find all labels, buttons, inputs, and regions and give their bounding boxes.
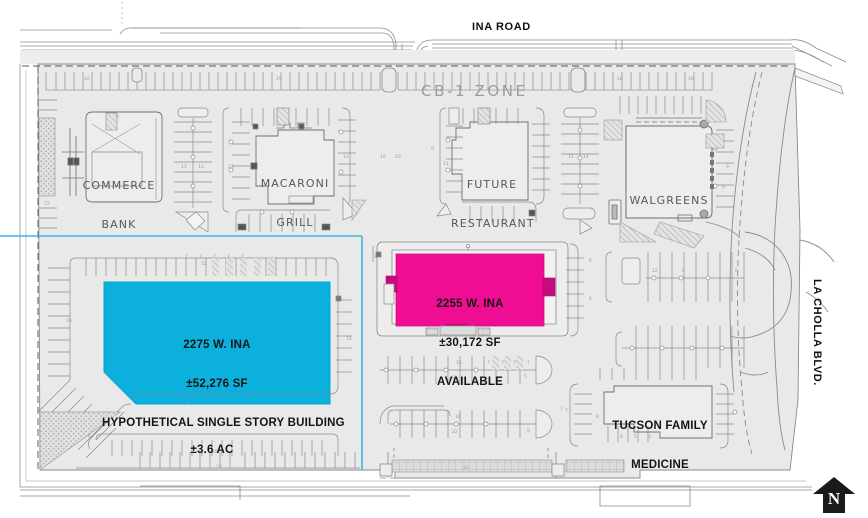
building-label-commerce-bank: COMMERCE BANK [80,153,158,257]
svg-text:5: 5 [527,428,530,434]
svg-text:9: 9 [431,146,434,152]
macaroni-grill-line2: GRILL [276,216,314,229]
svg-text:7: 7 [560,406,563,412]
svg-text:16: 16 [455,414,461,420]
parcel-acreage-label: ±3.6 AC [190,444,234,456]
svg-text:21: 21 [452,375,458,381]
svg-text:21: 21 [463,465,469,471]
north-arrow-icon: N [812,476,856,514]
walgreens-line1: WALGREENS [629,194,709,207]
building-label-tucson-family-medicine: TUCSON FAMILY MEDICINE [607,394,713,498]
svg-text:7: 7 [501,360,504,366]
svg-text:13: 13 [198,164,204,170]
building-label-future-restaurant: FUTURE RESTAURANT [451,152,535,256]
building-label-macaroni-grill: MACARONI GRILL [255,151,335,255]
svg-text:8: 8 [620,434,623,440]
svg-text:18: 18 [617,76,623,82]
north-arrow-glyph [813,477,855,513]
svg-text:14: 14 [346,336,352,342]
svg-text:7: 7 [213,254,216,260]
svg-text:29: 29 [276,76,282,82]
zoning-label: CB-1 ZONE [421,82,528,100]
svg-text:9: 9 [682,268,685,274]
available-building-footprint [395,253,545,327]
svg-text:9: 9 [722,184,725,190]
svg-text:5: 5 [634,434,637,440]
north-arrow-letter: N [827,489,841,508]
road-label-la-cholla: LA CHOLLA BLVD. [811,279,823,386]
svg-text:32: 32 [201,261,207,267]
svg-text:6: 6 [735,268,738,274]
available-status: AVAILABLE [437,376,503,388]
svg-text:3: 3 [116,114,119,120]
svg-text:28: 28 [212,449,218,455]
svg-text:11: 11 [443,161,449,167]
svg-text:16: 16 [688,76,694,82]
available-address: 2255 W. INA [436,298,504,310]
svg-text:14: 14 [583,154,589,160]
svg-text:7: 7 [199,254,202,260]
building-label-walgreens: WALGREENS [627,168,711,233]
future-restaurant-line1: FUTURE [466,178,518,191]
svg-text:4: 4 [88,434,91,440]
svg-text:7: 7 [185,254,188,260]
svg-text:5: 5 [524,374,527,380]
hypothetical-address: 2275 W. INA [183,339,251,351]
hypothetical-size: ±52,276 SF [186,378,248,390]
svg-text:10: 10 [84,76,90,82]
svg-text:3: 3 [648,434,651,440]
road-label-ina: INA ROAD [472,21,531,33]
svg-text:7: 7 [513,360,516,366]
macaroni-grill-line1: MACARONI [260,177,330,190]
available-building-label: 2255 W. INA ±30,172 SF AVAILABLE [400,272,540,415]
svg-text:23: 23 [216,464,222,470]
hypothetical-building-label: 2275 W. INA ±52,276 SF HYPOTHETICAL SING… [102,313,345,456]
svg-text:16: 16 [456,360,462,366]
commerce-bank-line1: COMMERCE [82,179,156,192]
svg-text:22: 22 [452,429,458,435]
svg-text:7: 7 [227,254,230,260]
svg-text:10: 10 [395,154,401,160]
hypothetical-description: HYPOTHETICAL SINGLE STORY BUILDING [102,417,345,429]
svg-text:6: 6 [589,296,592,302]
svg-text:7: 7 [487,360,490,366]
tucson-family-medicine-line2: MEDICINE [631,459,689,471]
future-restaurant-line2: RESTAURANT [451,217,535,230]
svg-text:6: 6 [589,258,592,264]
available-size: ±30,172 SF [439,337,501,349]
svg-text:72: 72 [44,201,50,207]
svg-text:12: 12 [568,154,574,160]
svg-text:16: 16 [66,318,72,324]
svg-text:9: 9 [726,164,729,170]
svg-text:10: 10 [380,154,386,160]
svg-text:12: 12 [343,154,349,160]
hypothetical-building-footprint [103,281,331,405]
tucson-family-medicine-line1: TUCSON FAMILY [612,420,708,432]
svg-text:7: 7 [565,408,568,414]
svg-text:13: 13 [181,164,187,170]
svg-text:2: 2 [374,254,377,260]
svg-text:8: 8 [596,414,599,420]
svg-text:13: 13 [228,164,234,170]
commerce-bank-line2: BANK [101,218,137,231]
svg-text:7: 7 [241,254,244,260]
svg-text:5: 5 [186,400,189,406]
svg-text:12: 12 [652,268,658,274]
svg-text:7: 7 [527,360,530,366]
